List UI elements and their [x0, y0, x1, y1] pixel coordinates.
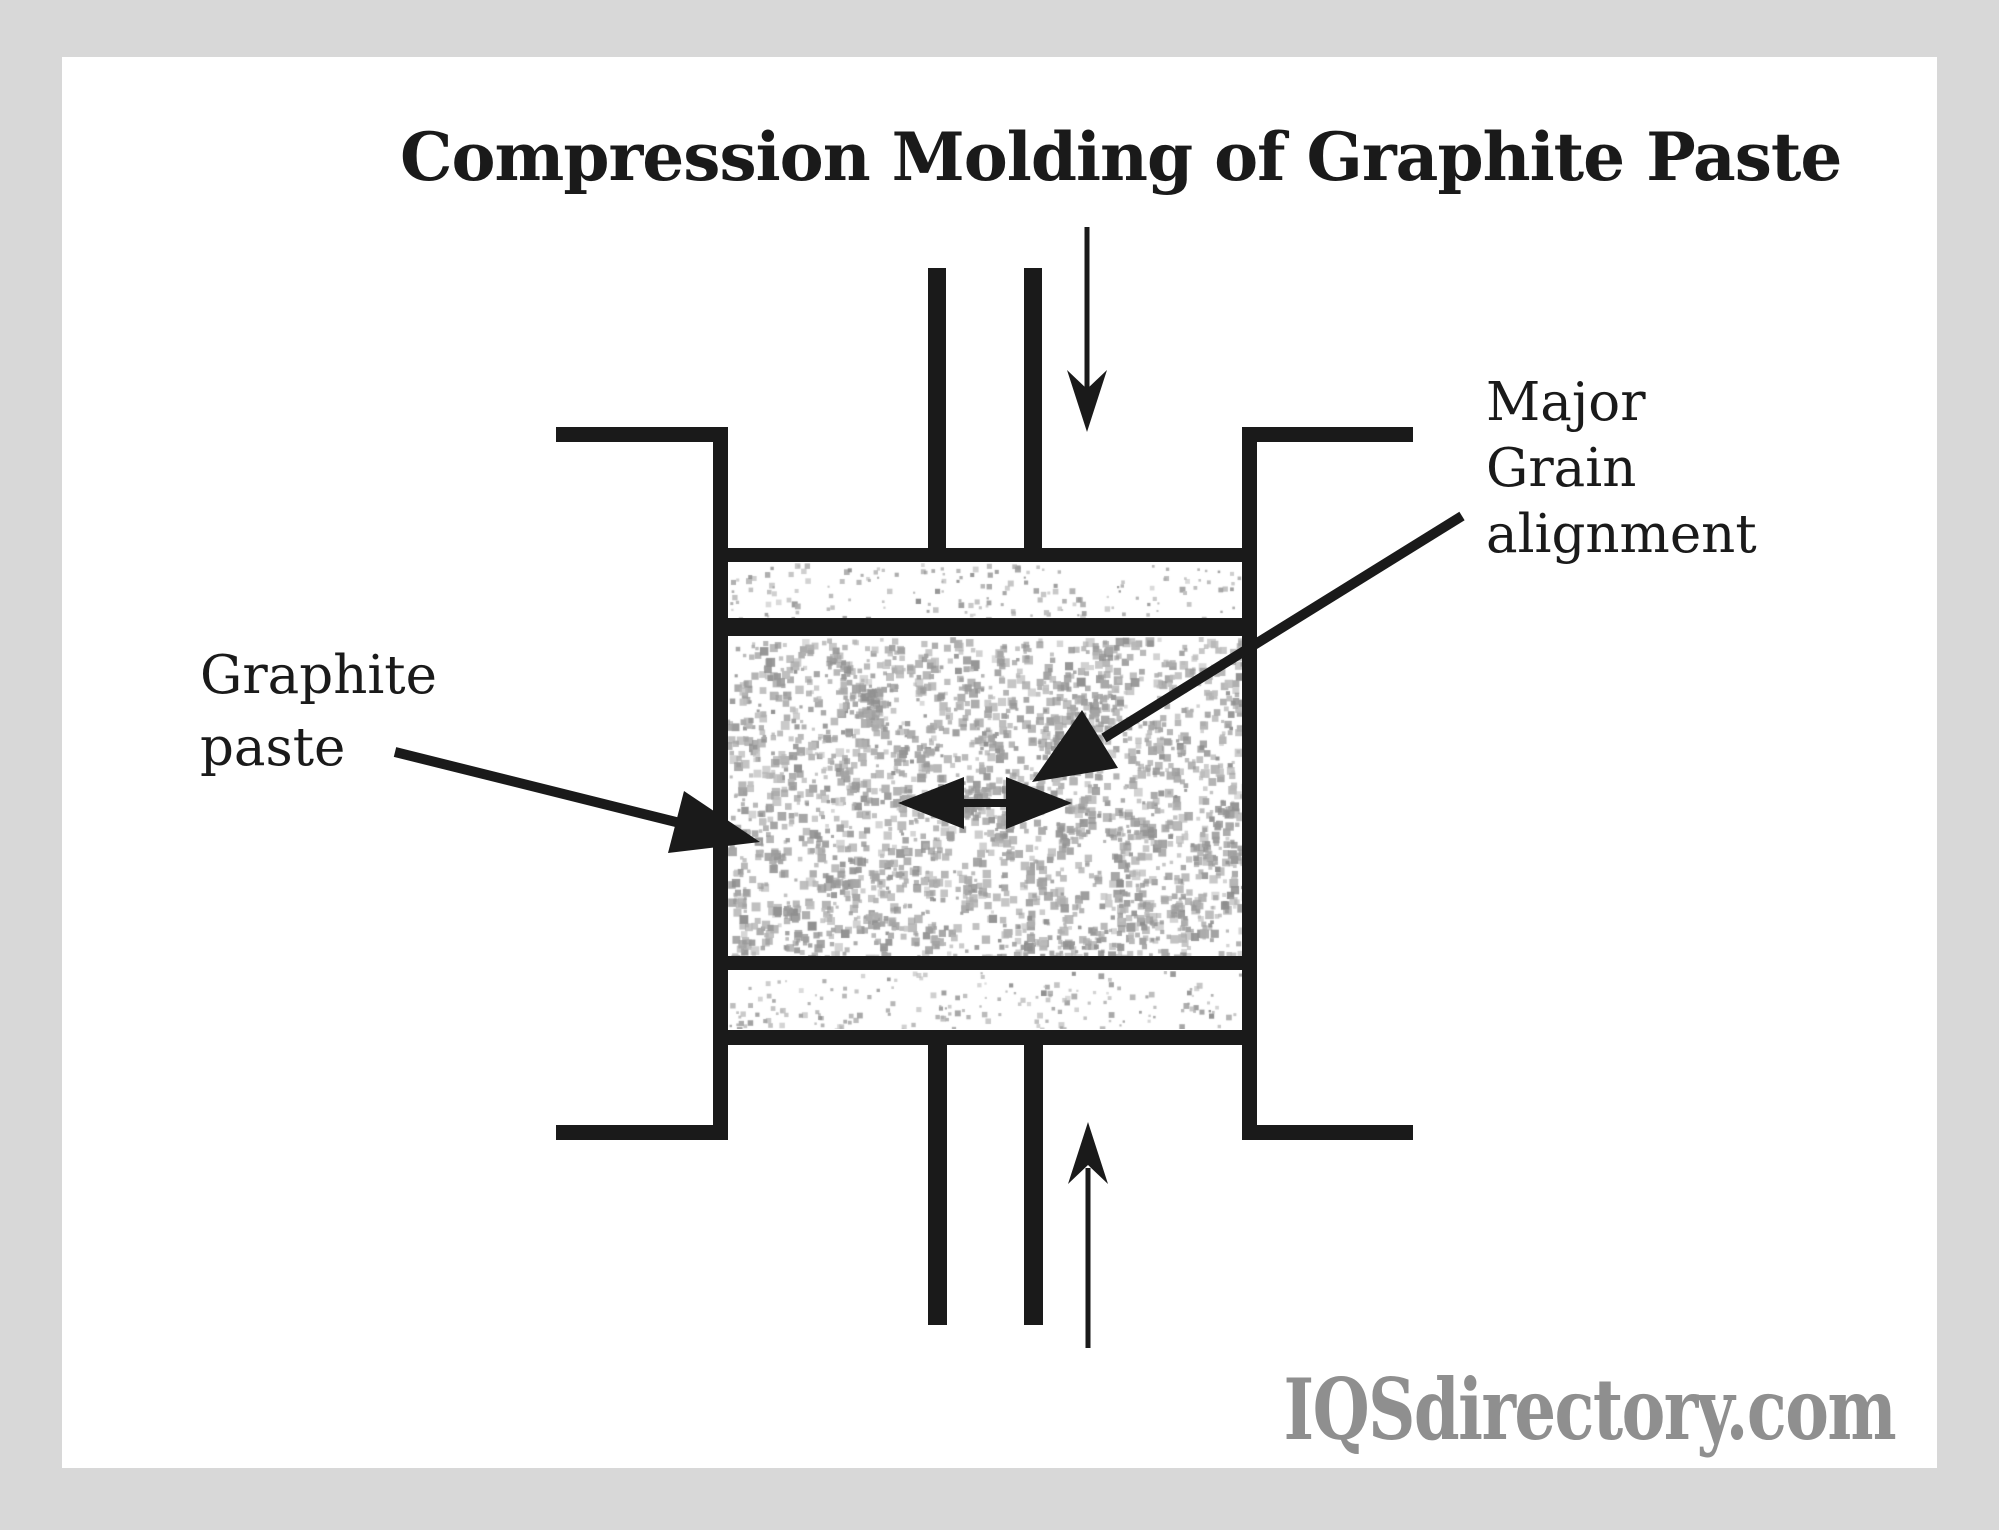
upper-band-divider-line [716, 618, 1254, 636]
top-punch-rod-left [928, 268, 946, 560]
graphite-paste-label-line1: Graphite [200, 645, 437, 706]
bottom-punch-rod-right [1024, 1040, 1043, 1325]
grain-alignment-label: Major Grain alignment [1486, 370, 1757, 568]
up-arrow-icon [1068, 1122, 1108, 1348]
grain-alignment-pointer-arrow [1032, 511, 1465, 782]
graphite-paste-pointer-arrow [393, 747, 760, 853]
down-arrow-icon [1067, 227, 1107, 432]
graphite-paste-label-line2: paste [200, 717, 346, 778]
bottom-punch-rod-left [928, 1040, 947, 1325]
top-punch-rod-right [1024, 268, 1042, 560]
die-left-flange-top [556, 427, 728, 442]
diagram-title: Compression Molding of Graphite Paste [400, 118, 1842, 196]
top-punch-plate-line [716, 548, 1254, 562]
grain-alignment-label-line2: Grain [1486, 438, 1637, 499]
die-left-flange-bottom [556, 1125, 728, 1140]
lower-band-divider-line [716, 956, 1254, 970]
watermark: IQSdirectory.com [1283, 1360, 1896, 1459]
lower-punch-face-texture [728, 971, 1242, 1029]
grain-alignment-label-line3: alignment [1486, 504, 1757, 565]
graphite-paste-texture [728, 637, 1242, 956]
die-right-flange-top [1242, 427, 1413, 442]
graphite-paste-label: Graphite paste [200, 640, 437, 784]
bottom-punch-plate-line [716, 1030, 1254, 1045]
die-right-flange-bottom [1242, 1125, 1413, 1140]
grain-alignment-double-arrow-icon [898, 777, 1072, 829]
upper-punch-face-texture [728, 563, 1242, 618]
grain-alignment-label-line1: Major [1486, 372, 1646, 433]
